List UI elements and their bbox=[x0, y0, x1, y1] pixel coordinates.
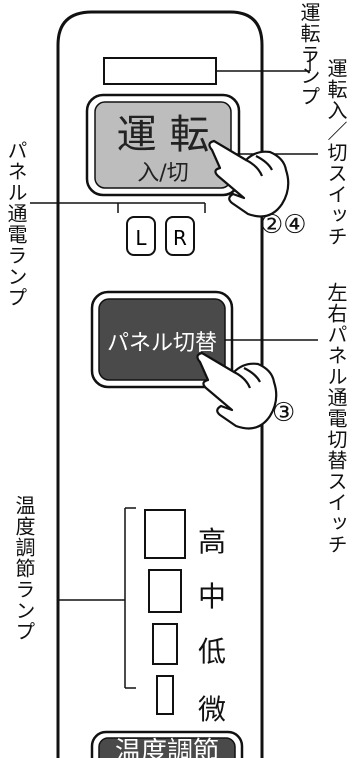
temp-level-low: 低 bbox=[198, 635, 227, 668]
lr-switch-callout: 左右パネル通電切替スイッチ bbox=[324, 282, 348, 555]
temp-button-label: 温度調節 bbox=[114, 737, 219, 758]
hand-pointer-icon bbox=[196, 351, 278, 430]
temp-lamp-high bbox=[144, 509, 186, 559]
temp-lamp-callout: 温度調節ランプ bbox=[12, 495, 36, 642]
step-2-4-label: ②④ bbox=[260, 210, 307, 240]
run-lamp-callout: 運転ランプ bbox=[297, 2, 321, 107]
run-lamp bbox=[103, 57, 217, 85]
temp-button[interactable] bbox=[98, 737, 236, 758]
run-button-top-label: 運 転 bbox=[117, 112, 210, 158]
temp-level-mid: 中 bbox=[198, 580, 227, 613]
hand-pointer-icon bbox=[208, 139, 290, 218]
temp-level-high: 高 bbox=[198, 525, 227, 558]
run-switch-callout: 運転入／切スイッチ bbox=[324, 58, 348, 247]
lamp-l-label: L bbox=[135, 226, 147, 250]
step-3-label: ③ bbox=[272, 398, 296, 428]
temp-lamp-low bbox=[152, 623, 178, 665]
run-button-bottom-label: 入/切 bbox=[137, 161, 188, 186]
panel-lamp-callout: パネル通電ランプ bbox=[4, 140, 28, 308]
lamp-l bbox=[126, 216, 156, 256]
lamp-r bbox=[165, 216, 195, 256]
run-button[interactable] bbox=[94, 101, 232, 189]
lamp-r-label: R bbox=[173, 226, 187, 250]
panel-switch-label: パネル切替 bbox=[107, 331, 217, 356]
temp-lamp-mid bbox=[148, 569, 182, 613]
temp-level-micro: 微 bbox=[198, 693, 227, 726]
temp-lamp-micro bbox=[156, 675, 174, 715]
